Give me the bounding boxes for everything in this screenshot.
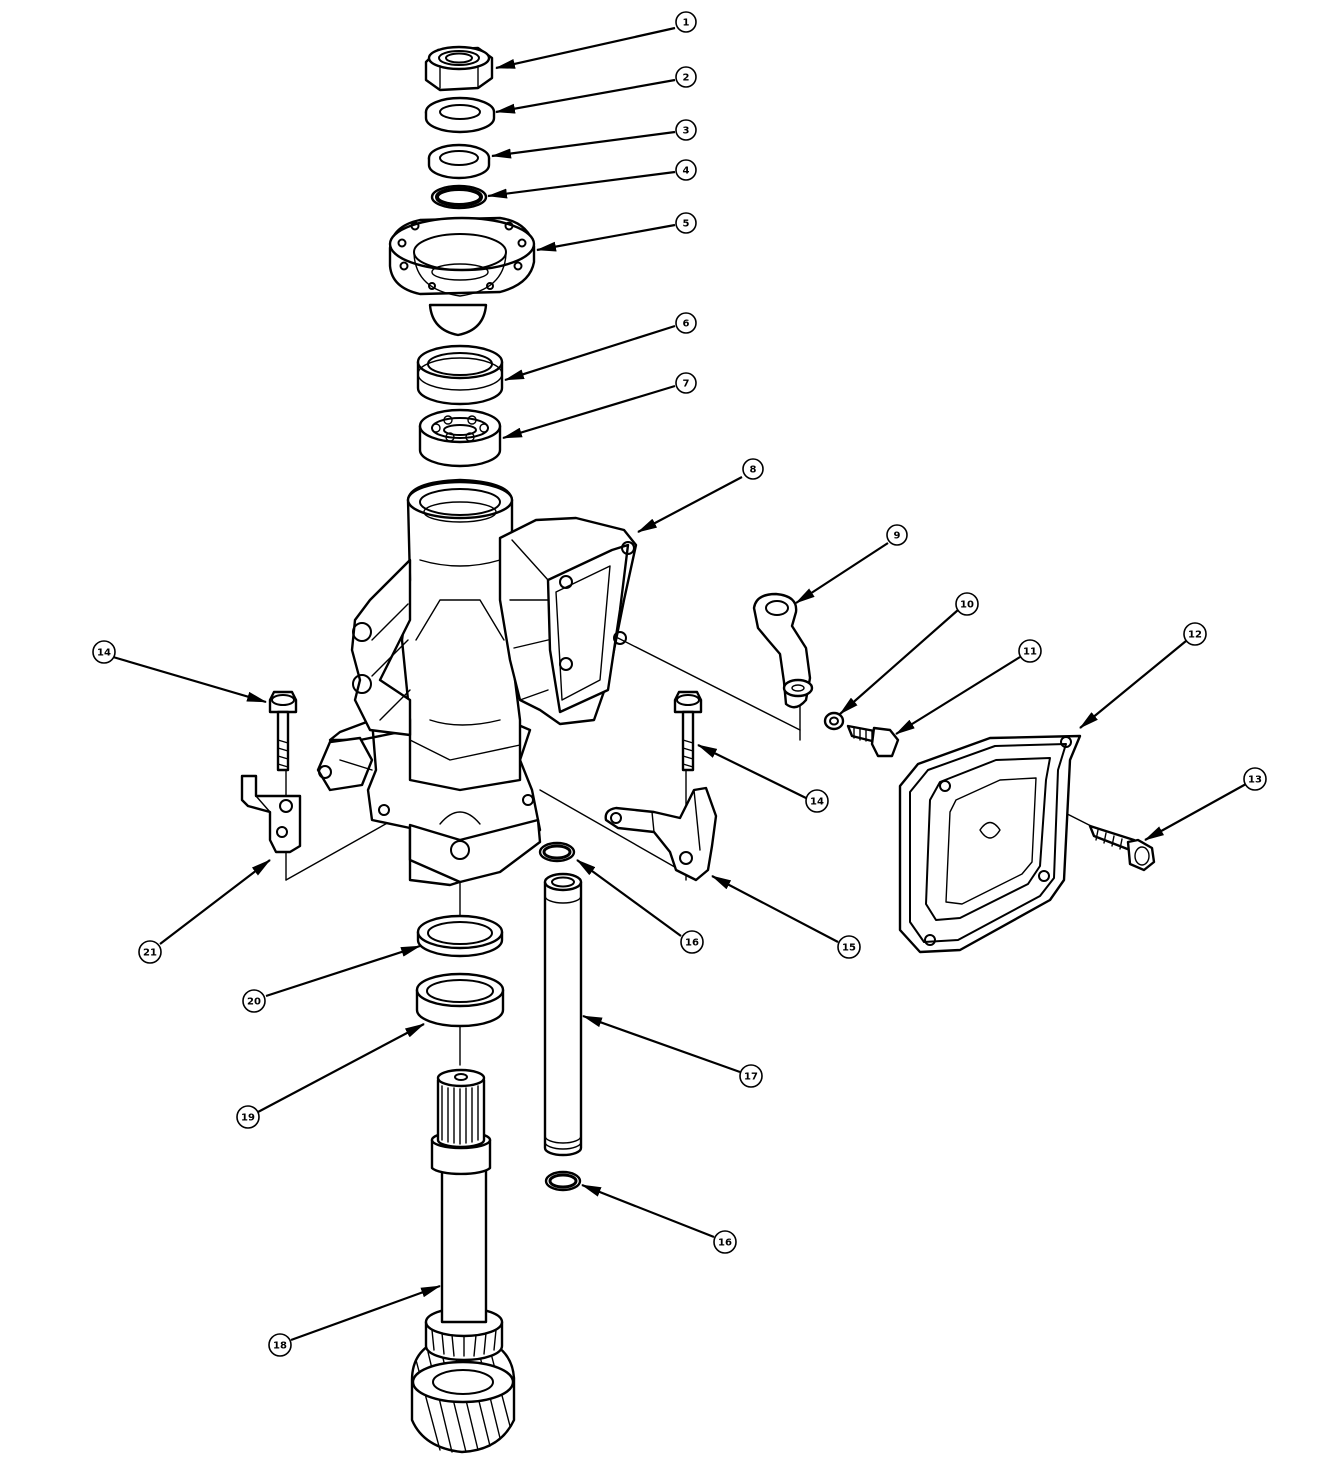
part-6-bearing-cup: [416, 344, 504, 406]
part-5-retainer: [388, 216, 536, 337]
leader-1: [495, 26, 676, 70]
part-21-bracket: [240, 774, 302, 854]
part-13-bolt: [1088, 824, 1156, 872]
svg-text:9: 9: [894, 531, 901, 542]
callout-2: 2: [675, 66, 697, 88]
part-18-shaft-gear: [410, 1068, 516, 1454]
callout-14-right: 14: [805, 789, 829, 813]
callout-14-left: 14: [92, 640, 116, 664]
part-19-race: [415, 972, 505, 1028]
leader-17: [582, 1014, 741, 1074]
svg-text:15: 15: [842, 943, 856, 954]
leader-8: [637, 476, 743, 533]
callout-1: 1: [675, 11, 697, 33]
leader-18: [290, 1284, 441, 1342]
part-1-nut: [424, 45, 494, 92]
svg-text:10: 10: [960, 600, 974, 611]
svg-text:20: 20: [247, 997, 261, 1008]
leader-21: [159, 859, 271, 945]
svg-text:16: 16: [718, 1238, 732, 1249]
leader-6: [504, 324, 676, 382]
callout-4: 4: [675, 159, 697, 181]
part-10-washer: [823, 711, 845, 731]
leader-lines: [112, 26, 1247, 1342]
leader-16b: [581, 1183, 715, 1239]
callout-15: 15: [837, 935, 861, 959]
part-17-tube: [543, 872, 583, 1157]
svg-text:21: 21: [143, 948, 157, 959]
svg-text:8: 8: [750, 465, 757, 476]
part-14-bolt-left: [268, 690, 298, 772]
svg-text:1: 1: [683, 18, 690, 29]
svg-text:2: 2: [683, 73, 690, 84]
part-20-seal: [416, 914, 504, 958]
callout-16-lower: 16: [713, 1230, 737, 1254]
part-9-lever: [752, 592, 814, 709]
callout-16-upper: 16: [680, 930, 704, 954]
part-2-washer: [424, 96, 496, 134]
svg-text:19: 19: [241, 1113, 255, 1124]
leader-12: [1079, 640, 1187, 729]
leader-20: [265, 944, 421, 998]
svg-text:3: 3: [683, 126, 690, 137]
svg-text:14: 14: [97, 648, 111, 659]
leader-14b: [697, 744, 807, 799]
svg-text:17: 17: [744, 1072, 758, 1083]
svg-text:14: 14: [810, 797, 824, 808]
callout-5: 5: [675, 212, 697, 234]
part-14-bolt-right: [673, 690, 703, 772]
leader-14a: [112, 655, 267, 704]
callout-17: 17: [739, 1064, 763, 1088]
callout-21: 21: [138, 940, 162, 964]
leader-19: [257, 1023, 425, 1113]
leader-15: [711, 875, 839, 943]
callout-18: 18: [268, 1333, 292, 1357]
callout-6: 6: [675, 312, 697, 334]
callout-8: 8: [742, 458, 764, 480]
svg-text:6: 6: [683, 319, 690, 330]
svg-text:12: 12: [1188, 630, 1202, 641]
svg-text:7: 7: [683, 379, 690, 390]
part-8-housing: [316, 478, 638, 887]
part-7-ball-bearing: [418, 408, 502, 468]
part-11-bolt: [846, 724, 900, 758]
part-16-o-ring-upper: [538, 841, 576, 863]
leader-13: [1144, 783, 1247, 841]
callouts: 1 2 3 4 5 6 7 8 9 10 11 12 13 14 14 15 1…: [92, 11, 1267, 1357]
leader-9: [795, 542, 889, 604]
part-15-bracket: [604, 786, 718, 882]
svg-text:18: 18: [273, 1341, 287, 1352]
callout-20: 20: [242, 989, 266, 1013]
callout-13: 13: [1243, 767, 1267, 791]
leader-7: [502, 384, 676, 440]
part-4-o-ring: [430, 184, 488, 210]
callout-19: 19: [236, 1105, 260, 1129]
callout-7: 7: [675, 372, 697, 394]
leader-3: [491, 130, 676, 159]
leader-2: [495, 78, 676, 114]
svg-text:5: 5: [683, 219, 690, 230]
svg-text:16: 16: [685, 938, 699, 949]
svg-text:13: 13: [1248, 775, 1262, 786]
callout-10: 10: [955, 592, 979, 616]
callout-12: 12: [1183, 622, 1207, 646]
leader-4: [487, 170, 676, 199]
leader-10: [839, 609, 959, 715]
leader-11: [895, 656, 1021, 735]
svg-text:11: 11: [1023, 647, 1037, 658]
callout-3: 3: [675, 119, 697, 141]
leader-16a: [576, 859, 682, 937]
leader-5: [536, 223, 676, 252]
callout-11: 11: [1018, 639, 1042, 663]
callout-9: 9: [886, 524, 908, 546]
part-3-seal: [427, 143, 491, 180]
svg-text:4: 4: [683, 166, 690, 177]
part-16-o-ring-lower: [544, 1170, 582, 1192]
part-12-cover: [898, 734, 1082, 954]
